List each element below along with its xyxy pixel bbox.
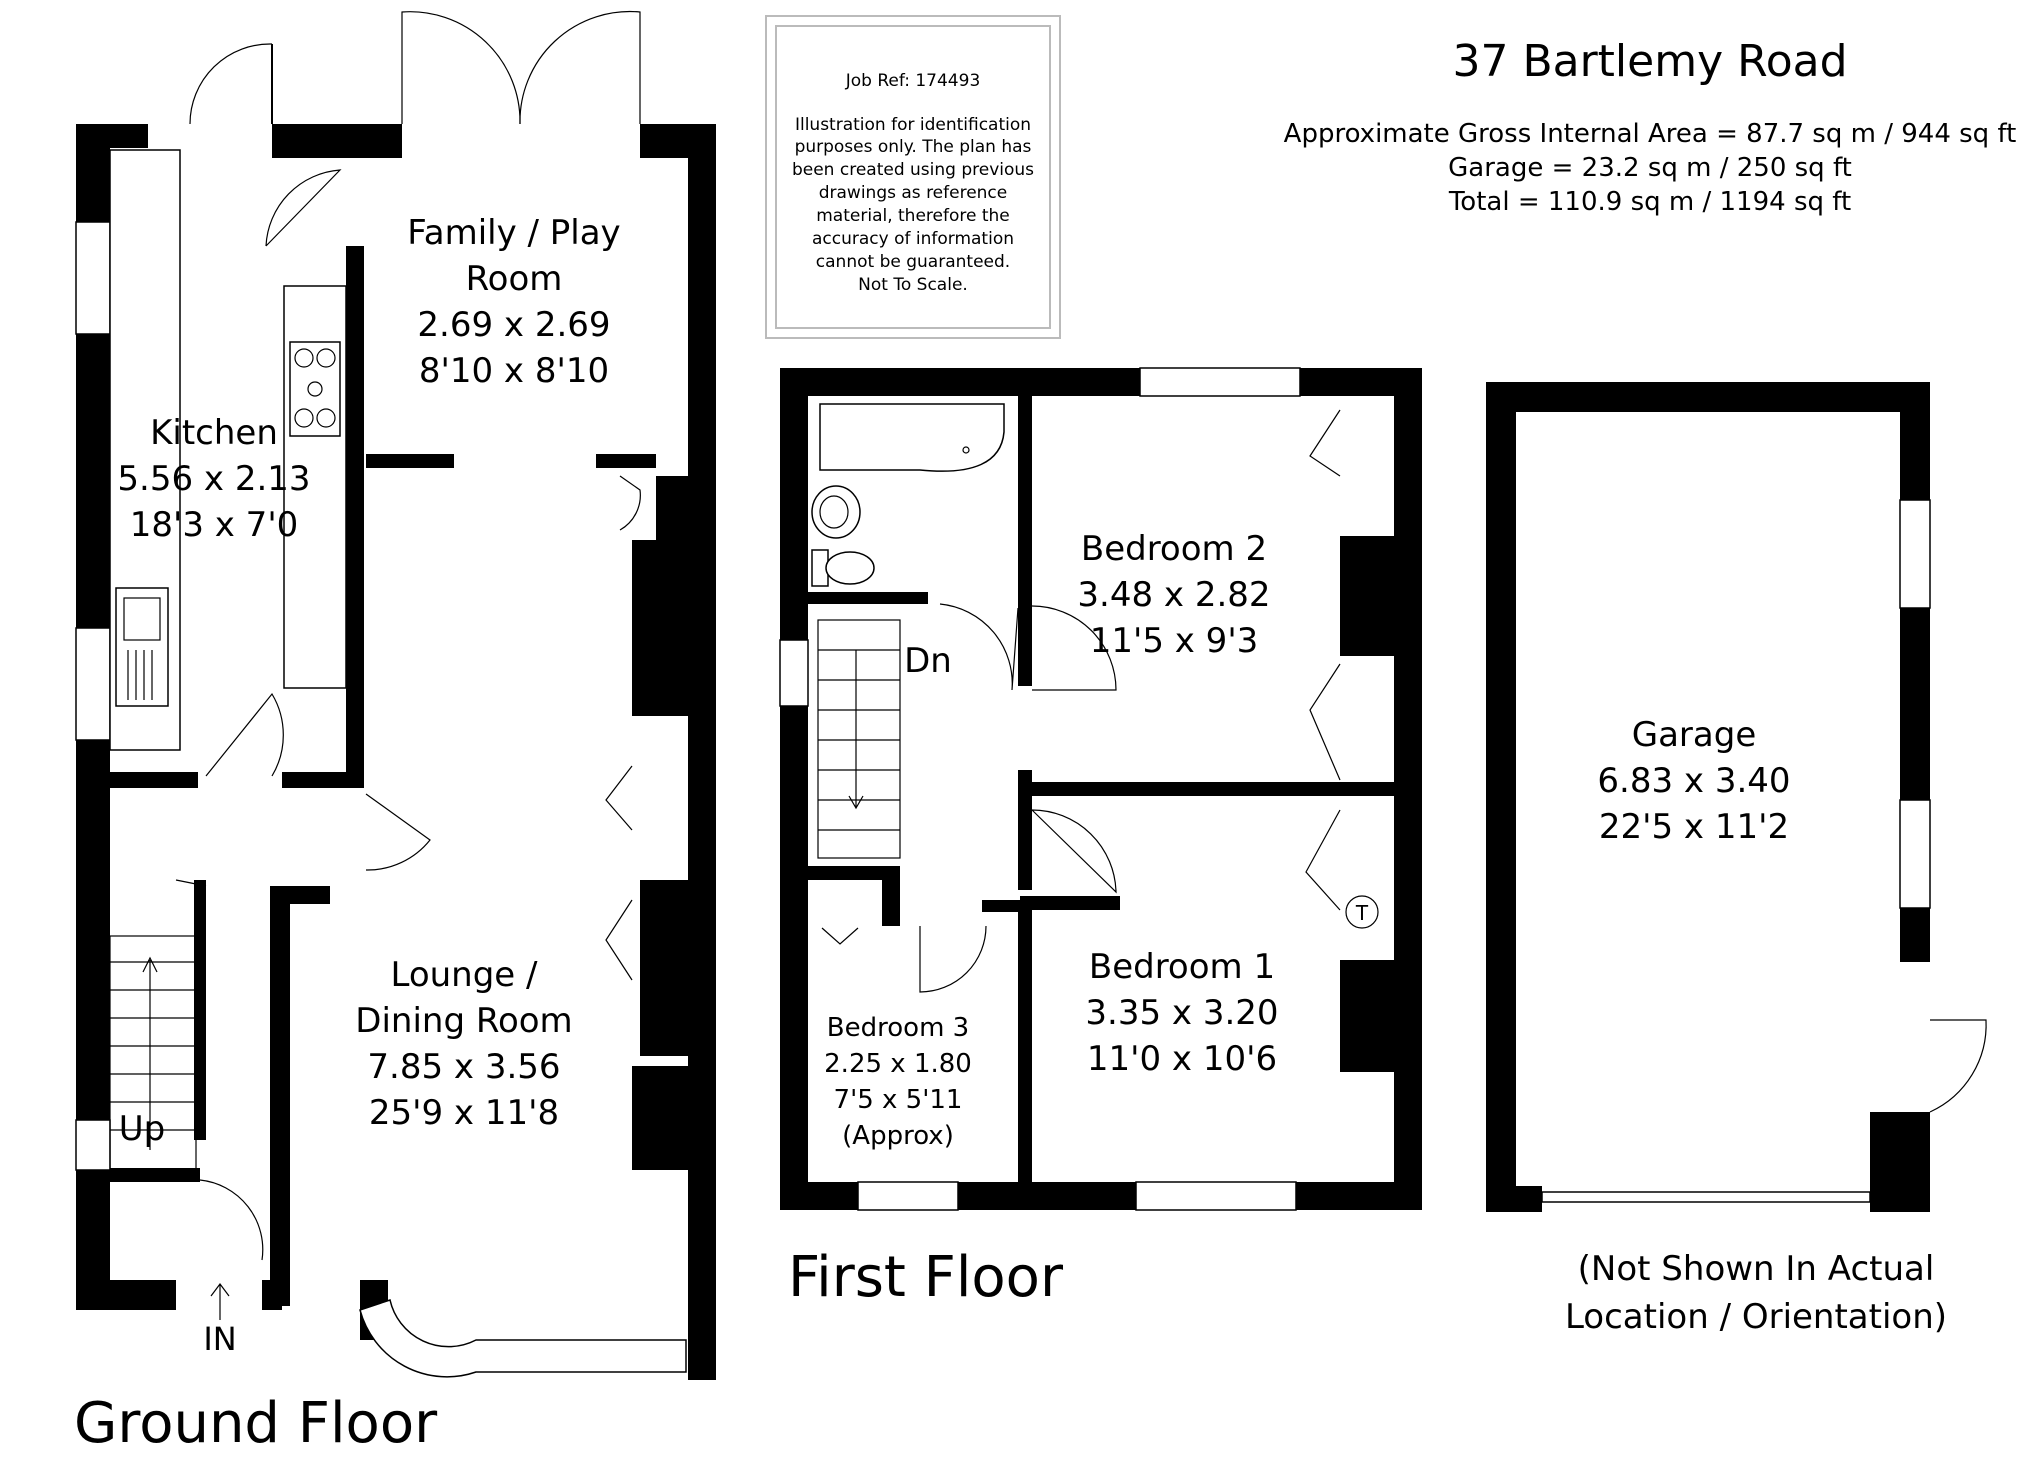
room-dimensions-metric: 2.69 x 2.69	[417, 305, 610, 345]
disclaimer-line: purposes only. The plan has	[795, 137, 1032, 157]
room-name: Family / Play	[407, 213, 620, 253]
room-name: Dining Room	[355, 1001, 572, 1041]
basin-icon	[811, 485, 861, 539]
room-name: Bedroom 2	[1081, 529, 1267, 569]
room-note: (Approx)	[842, 1121, 954, 1151]
garage-note: (Not Shown In Actual	[1578, 1249, 1935, 1289]
stairs-icon	[817, 619, 901, 859]
disclaimer-box: Job Ref: 174493 Illustration for identif…	[765, 15, 1061, 339]
room-dimensions-imperial: 7'5 x 5'11	[834, 1085, 963, 1115]
disclaimer-line: Illustration for identification	[795, 115, 1031, 135]
garage-note: Location / Orientation)	[1565, 1297, 1947, 1337]
room-dimensions-imperial: 8'10 x 8'10	[419, 351, 609, 391]
toilet-icon	[811, 549, 875, 587]
area-line: Approximate Gross Internal Area = 87.7 s…	[1284, 119, 2017, 149]
room-dimensions-metric: 5.56 x 2.13	[117, 459, 310, 499]
bath-icon	[819, 403, 1005, 472]
disclaimer-line: accuracy of information	[812, 229, 1014, 249]
room-name: Bedroom 1	[1089, 947, 1275, 987]
sink-icon	[115, 587, 169, 707]
room-dimensions-metric: 3.48 x 2.82	[1077, 575, 1270, 615]
room-dimensions-metric: 6.83 x 3.40	[1597, 761, 1790, 801]
room-name: Garage	[1632, 715, 1757, 755]
tank-label: T	[1355, 901, 1369, 925]
room-dimensions-imperial: 25'9 x 11'8	[369, 1093, 559, 1133]
tank-icon: T	[1345, 895, 1379, 929]
disclaimer-line: cannot be guaranteed.	[816, 252, 1010, 272]
stairs-icon	[109, 935, 197, 1171]
property-address: 37 Bartlemy Road	[1452, 36, 1847, 87]
first-floor-plan: T	[779, 367, 1422, 1211]
disclaimer-line: been created using previous	[792, 160, 1034, 180]
room-dimensions-metric: 7.85 x 3.56	[367, 1047, 560, 1087]
stair-label: Dn	[904, 641, 952, 681]
room-dimensions-metric: 3.35 x 3.20	[1085, 993, 1278, 1033]
job-ref: Job Ref: 174493	[845, 71, 981, 91]
room-dimensions-imperial: 22'5 x 11'2	[1599, 807, 1789, 847]
room-dimensions-imperial: 11'0 x 10'6	[1087, 1039, 1277, 1079]
room-name: Kitchen	[150, 413, 278, 453]
disclaimer-line: drawings as reference	[819, 183, 1008, 203]
stair-label: Up	[119, 1109, 165, 1149]
floor-title: Ground Floor	[74, 1391, 438, 1456]
room-dimensions-imperial: 11'5 x 9'3	[1090, 621, 1259, 661]
disclaimer-line: material, therefore the	[816, 206, 1010, 226]
room-name: Bedroom 3	[827, 1013, 969, 1043]
floor-title: First Floor	[788, 1245, 1064, 1310]
area-line: Garage = 23.2 sq m / 250 sq ft	[1448, 153, 1852, 183]
area-line: Total = 110.9 sq m / 1194 sq ft	[1448, 187, 1851, 217]
entrance-label: IN	[203, 1320, 236, 1358]
ground-floor-plan	[75, 10, 716, 1380]
hob-icon	[289, 341, 341, 437]
garage-plan	[1486, 382, 1987, 1212]
entrance-arrow-icon	[210, 1283, 230, 1320]
room-name: Room	[466, 259, 563, 299]
room-name: Lounge /	[390, 955, 538, 995]
room-dimensions-metric: 2.25 x 1.80	[824, 1049, 972, 1079]
disclaimer-line: Not To Scale.	[858, 275, 968, 295]
room-dimensions-imperial: 18'3 x 7'0	[130, 505, 299, 545]
